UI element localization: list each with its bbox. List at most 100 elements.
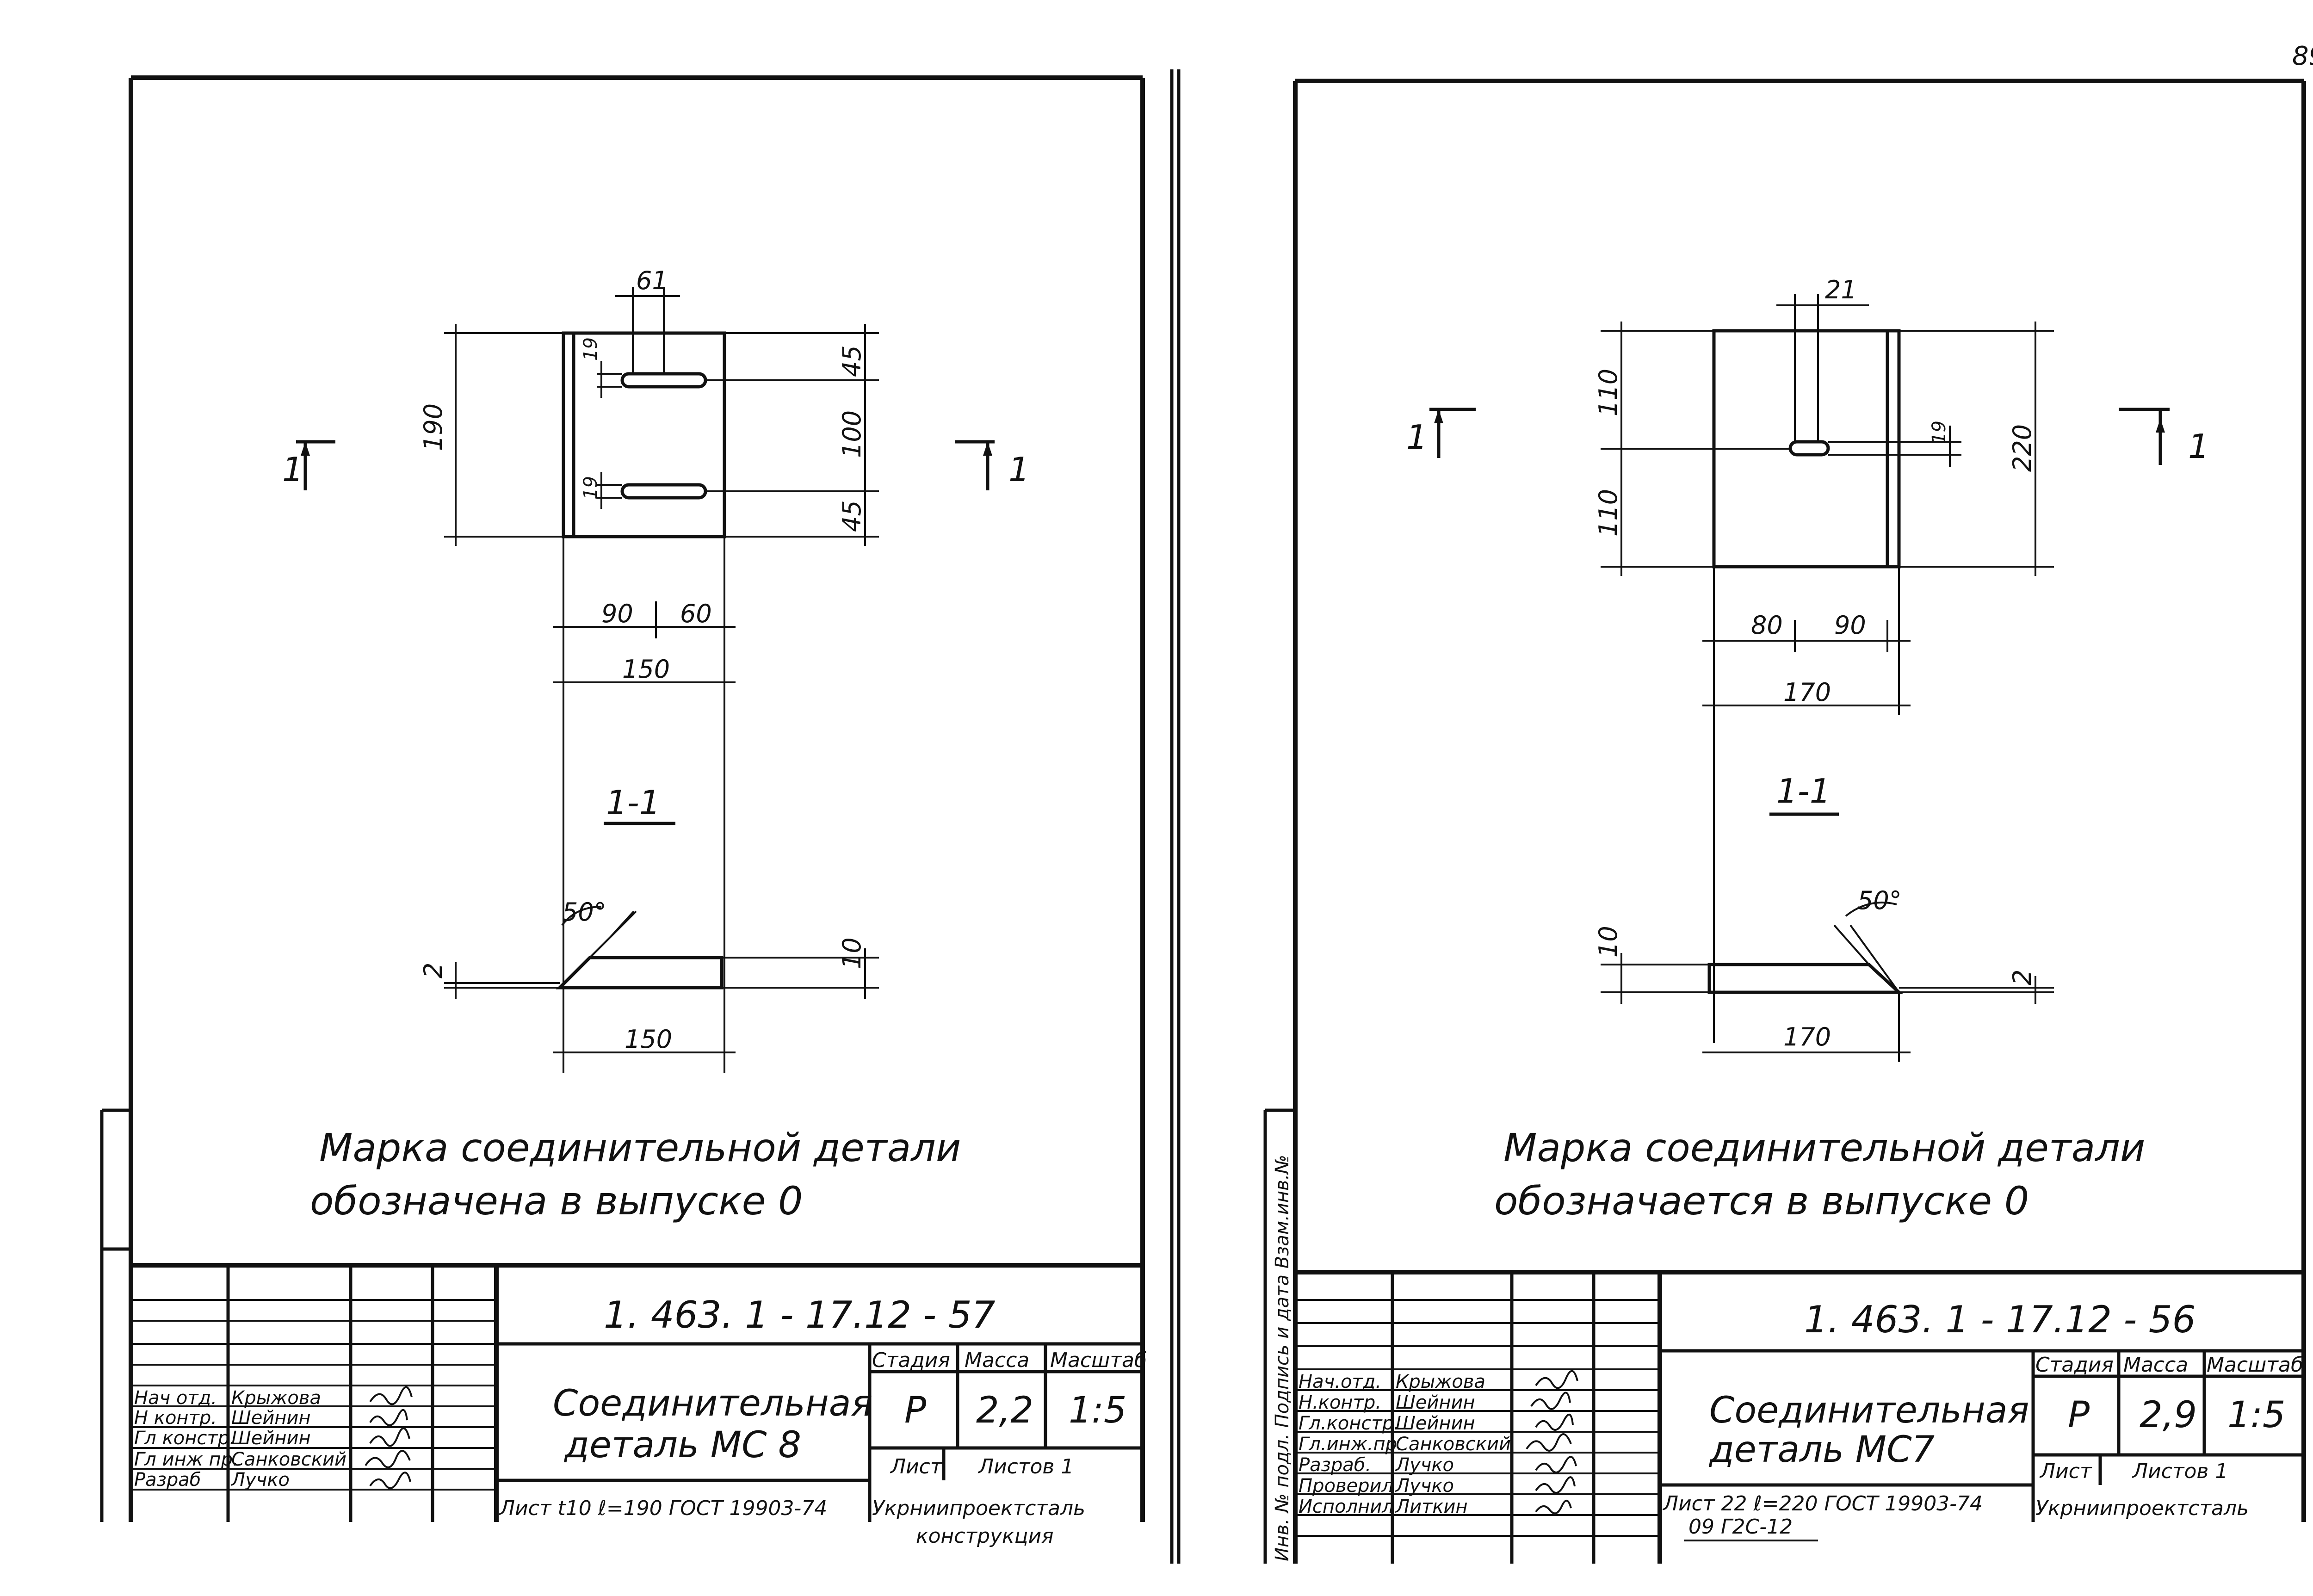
right-staff-role-3: Гл.инж.пр. (1299, 1434, 1403, 1455)
right-staff-name-3: Санковский (1396, 1434, 1511, 1455)
left-title-line1: Соединительная (553, 1383, 872, 1424)
left-dim-slot-h-bottom: 19 (580, 476, 601, 500)
right-stage-value: Р (2068, 1394, 2090, 1436)
left-signature-2 (369, 1427, 410, 1447)
left-dim-slot-width: 61 (636, 266, 668, 295)
right-slot (1788, 440, 1830, 457)
right-dim-height: 220 (2008, 424, 2037, 472)
left-sheet: 61 190 19 19 45 100 45 90 60 150 (100, 75, 1147, 1548)
right-staff-name-5: Лучко (1395, 1475, 1454, 1497)
left-plate-plan (562, 331, 726, 538)
right-material-line2: 09 Г2С-12 (1688, 1515, 1793, 1539)
left-dim-total-width: 150 (622, 655, 670, 684)
left-dim-bottom-right: 60 (680, 599, 712, 628)
left-dim-right-bottom: 45 (837, 500, 866, 532)
left-staff-name-4: Лучко (230, 1469, 290, 1491)
right-mass-value: 2,9 (2140, 1394, 2197, 1436)
left-staff-role-1: Н контр. (134, 1407, 217, 1429)
right-doc-code: 1. 463. 1 - 17.12 - 56 (1804, 1298, 2195, 1341)
right-mass-header: Масса (2123, 1353, 2188, 1377)
right-signature-5 (1535, 1476, 1576, 1494)
right-stage-header: Стадия (2035, 1353, 2114, 1377)
left-slot-top (620, 372, 707, 389)
right-staff-role-2: Гл.констр. (1299, 1413, 1400, 1434)
left-doc-code: 1. 463. 1 - 17.12 - 57 (604, 1293, 996, 1336)
left-signature-3 (365, 1450, 411, 1468)
left-sheet-label: Лист (890, 1455, 943, 1478)
right-sheet: Инв. № подл. Подпись и дата Взам.инв.№ 2… (1263, 79, 2306, 1564)
left-signature-0 (369, 1386, 413, 1405)
left-title-line2: деталь МС 8 (563, 1424, 801, 1466)
left-stage-header: Стадия (872, 1349, 950, 1372)
right-staff-name-0: Крыжова (1396, 1371, 1485, 1392)
right-dim-left-bottom: 110 (1594, 489, 1623, 537)
right-staff-role-4: Разраб. (1299, 1454, 1371, 1476)
right-dim-right-small: 2 (2008, 970, 2037, 985)
right-section-label: 1-1 (1776, 772, 1831, 810)
left-mass-header: Масса (965, 1349, 1029, 1372)
left-stage-value: Р (904, 1390, 926, 1431)
right-section-mark-left: 1 (1406, 418, 1428, 457)
right-dim-bottom-width: 170 (1783, 1022, 1831, 1052)
left-sheets-label: Листов 1 (977, 1455, 1074, 1478)
left-signature-4 (369, 1472, 411, 1489)
right-signature-4 (1535, 1456, 1577, 1473)
left-dim-angle: 50° (562, 897, 606, 927)
left-title-block: 1. 463. 1 - 17.12 - 57 Соединительная де… (131, 1263, 1147, 1548)
right-material-line1: Лист 22 ℓ=220 ГОСТ 19903-74 (1662, 1492, 1983, 1516)
left-dim-right-mid: 100 (837, 410, 866, 458)
left-staff-name-3: Санковский (231, 1449, 346, 1470)
right-dim-left-thick: 10 (1594, 926, 1623, 958)
right-plate-section (1707, 963, 1903, 994)
left-dim-right-thick: 10 (837, 937, 866, 969)
right-section-mark-right: 1 (2188, 427, 2209, 466)
right-staff-name-2: Шейнин (1396, 1413, 1475, 1434)
left-staff-role-0: Нач отд. (134, 1387, 217, 1409)
right-signature-2 (1535, 1414, 1574, 1431)
right-side-stamp: Инв. № подл. Подпись и дата Взам.инв.№ (1272, 1155, 1293, 1561)
right-signature-6 (1535, 1500, 1572, 1515)
right-staff-role-5: Проверил (1299, 1475, 1393, 1497)
page-number: 89 (2292, 41, 2313, 71)
left-dim-left-small: 2 (419, 963, 448, 978)
right-staff-name-4: Лучко (1395, 1454, 1454, 1476)
left-slot-bottom (620, 483, 707, 500)
left-dim-bottom-width: 150 (625, 1025, 672, 1054)
right-signature-0 (1535, 1370, 1578, 1389)
right-title-line1: Соединительная (1709, 1390, 2029, 1431)
left-org-line1: Укрниипроектсталь (872, 1497, 1085, 1520)
left-material: Лист t10 ℓ=190 ГОСТ 19903-74 (499, 1497, 827, 1520)
right-dim-total-width: 170 (1783, 678, 1831, 707)
right-dim-left-top: 110 (1594, 369, 1623, 416)
right-staff-role-0: Нач.отд. (1299, 1371, 1381, 1392)
left-staff-name-0: Крыжова (231, 1387, 321, 1409)
right-scale-header: Масштаб (2207, 1353, 2303, 1377)
left-dim-bottom-left: 90 (601, 599, 633, 628)
left-dim-height: 190 (419, 403, 448, 451)
left-scale-header: Масштаб (1050, 1349, 1147, 1372)
left-signature-1 (369, 1409, 408, 1426)
left-note-line1: Марка соединительной детали (319, 1125, 961, 1170)
right-title-block: 1. 463. 1 - 17.12 - 56 Соединительная де… (1295, 1270, 2304, 1564)
right-title-line2: деталь МС7 (1708, 1429, 1935, 1471)
right-dim-slot-h: 19 (1929, 421, 1950, 444)
right-org-line1: Укрниипроектсталь (2035, 1497, 2249, 1520)
left-dim-slot-h-top: 19 (580, 337, 601, 361)
right-dim-angle: 50° (1857, 886, 1902, 915)
right-staff-role-6: Исполнил (1299, 1496, 1394, 1517)
right-staff-role-1: Н.контр. (1299, 1392, 1381, 1413)
right-note-line2: обозначается в выпуске 0 (1494, 1178, 2029, 1224)
right-dim-bottom-right: 90 (1834, 611, 1866, 640)
left-staff-role-2: Гл констр. (134, 1428, 235, 1449)
right-scale-value: 1:5 (2227, 1394, 2286, 1436)
left-org-line2: конструкция (916, 1524, 1054, 1548)
left-note-line2: обозначена в выпуске 0 (310, 1178, 803, 1224)
left-mass-value: 2,2 (976, 1390, 1033, 1431)
left-staff-role-4: Разраб (134, 1469, 201, 1491)
right-staff-name-6: Литкин (1395, 1496, 1468, 1517)
right-sheets-label: Листов 1 (2132, 1460, 2228, 1483)
left-section-label: 1-1 (606, 783, 661, 822)
left-section-mark-right: 1 (1008, 450, 1030, 489)
right-staff-name-1: Шейнин (1396, 1392, 1475, 1413)
right-note-line1: Марка соединительной детали (1503, 1125, 2145, 1170)
